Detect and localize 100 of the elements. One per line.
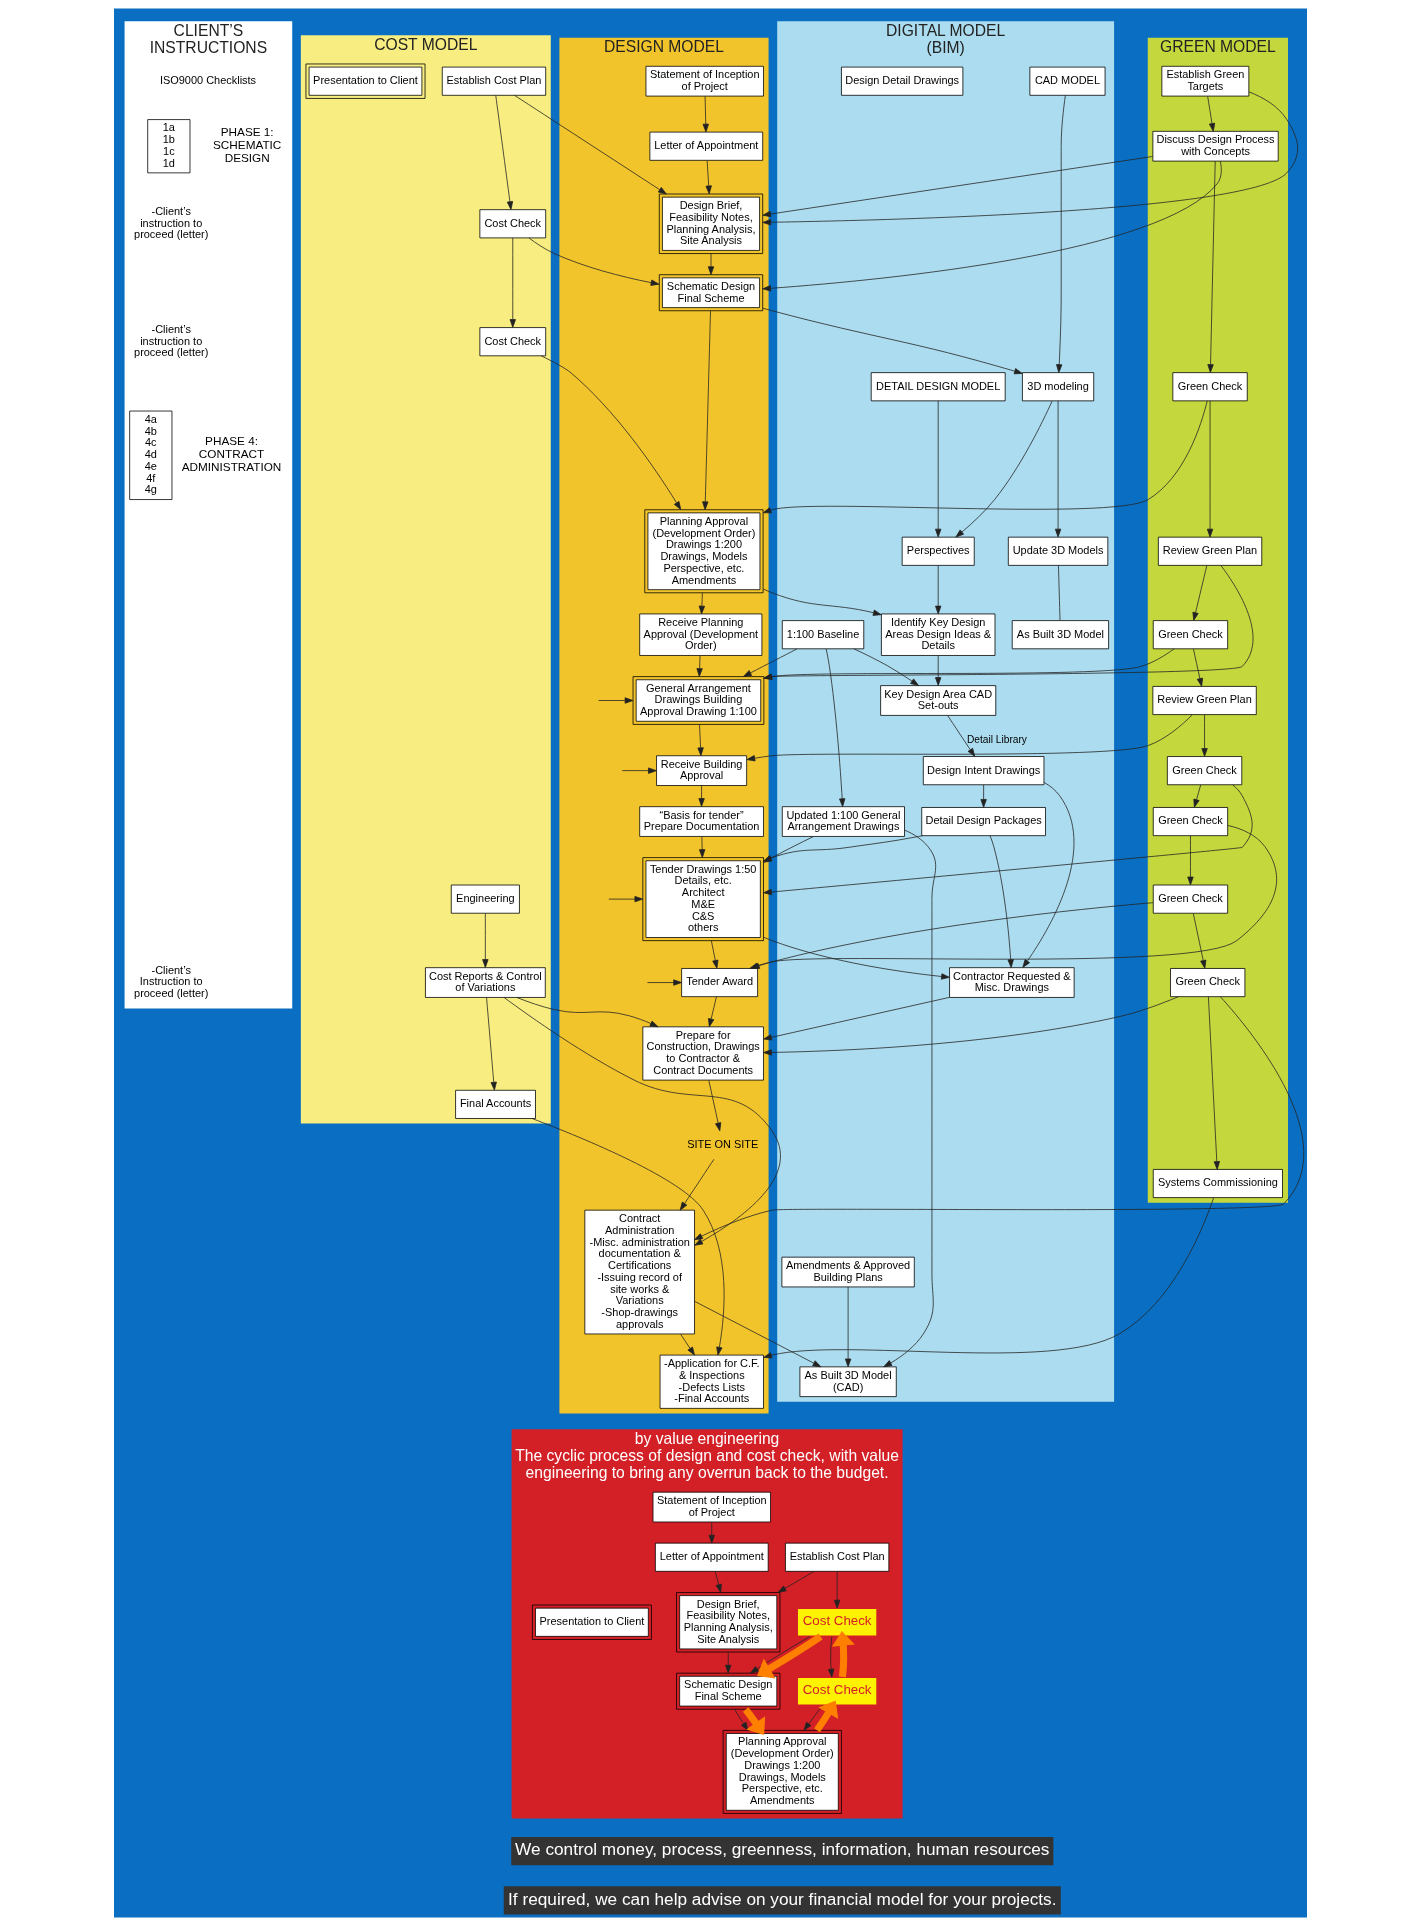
node-box: Green Check — [1152, 807, 1229, 837]
arrow — [1208, 996, 1220, 1170]
arrow — [708, 1079, 722, 1132]
arrow — [762, 156, 1154, 218]
node-box: Final Accounts — [455, 1089, 536, 1119]
arrow — [1207, 160, 1216, 373]
arrow — [711, 940, 719, 969]
arrow — [698, 592, 705, 615]
arrow — [598, 697, 634, 704]
arrow — [763, 996, 1179, 1056]
arrow — [763, 936, 950, 980]
arrow — [702, 96, 709, 133]
arrow — [763, 648, 1175, 680]
arrow — [1206, 400, 1214, 538]
node-box: Amendments & Approved Building Plans — [781, 1256, 915, 1288]
arrow — [746, 714, 1193, 762]
arrow — [702, 310, 711, 511]
arrow — [1193, 784, 1202, 808]
arrow — [714, 1571, 722, 1593]
arrow — [844, 1286, 852, 1368]
node-box: Updated 1:100 General Arrangement Drawings — [781, 806, 905, 837]
arrow — [482, 913, 489, 968]
arrow — [1193, 648, 1204, 687]
node-box: Review Green Plan — [1157, 536, 1263, 566]
arrow — [762, 588, 882, 616]
arrow — [762, 91, 1298, 226]
arrow — [1056, 94, 1066, 373]
node-box: Engineering — [450, 884, 520, 914]
arrow — [762, 160, 1222, 292]
arrow — [514, 95, 667, 195]
arrow — [762, 307, 1023, 375]
arrow — [831, 1631, 855, 1678]
node-box: Discuss Design Process with Concepts — [1152, 130, 1279, 162]
arrow — [707, 253, 715, 275]
node-box: Update 3D Models — [1007, 536, 1109, 566]
arrow — [825, 648, 846, 807]
arrow — [528, 237, 660, 286]
arrow — [853, 648, 919, 686]
node-box: Establish Green Targets — [1161, 65, 1250, 97]
arrow — [708, 996, 717, 1028]
arrow — [680, 1333, 695, 1356]
node-box: Receive Planning Approval (Development Order) — [639, 613, 763, 656]
arrow — [698, 785, 705, 807]
arrow — [980, 784, 987, 808]
node-box: Prepare for Construction, Drawings to Contractor & Contract Documents — [642, 1026, 764, 1081]
arrow — [503, 997, 781, 1246]
node-label: PHASE 1: SCHEMATIC DESIGN — [213, 124, 282, 165]
arrow — [509, 237, 516, 328]
arrow — [763, 565, 1254, 680]
node-box: Systems Commissioning — [1152, 1169, 1283, 1198]
node-box: Cost Check — [796, 1607, 878, 1638]
node-box: Detail Design Packages — [921, 807, 1046, 837]
arrow — [742, 1707, 766, 1735]
arrow — [777, 1571, 815, 1593]
arrow — [696, 655, 703, 677]
arrow — [814, 1700, 839, 1733]
arrow — [1207, 96, 1216, 132]
arrow — [708, 1521, 715, 1544]
node-box: -Application for C.F. & Inspections -Defects Lists -Final Accounts — [659, 1354, 764, 1409]
arrow — [955, 400, 1053, 538]
arrow — [883, 829, 937, 1368]
node-box: Receive Building Approval — [656, 755, 748, 786]
node-box: Review Green Plan — [1152, 686, 1257, 715]
arrow — [1192, 565, 1208, 621]
arrow — [531, 1118, 725, 1356]
node-box: Establish Cost Plan — [441, 66, 547, 96]
node-box: 3D modeling — [1022, 372, 1095, 402]
node-box: Green Check — [1170, 968, 1246, 998]
node-box: Green Check — [1172, 372, 1248, 402]
node-box: Letter of Appointment — [649, 131, 764, 161]
node-box: Design Intent Drawings — [922, 756, 1045, 786]
node-label: PHASE 4: CONTRACT ADMINISTRATION — [181, 433, 282, 474]
label: -Client’s Instruction to proceed (letter) — [134, 963, 209, 1000]
arrow — [495, 95, 514, 210]
connector — [1058, 565, 1061, 621]
arrow — [989, 835, 1014, 968]
node-box: Tender Award — [681, 968, 758, 998]
node-box: Statement of Inception of Project — [652, 1491, 771, 1523]
arrow — [697, 724, 704, 757]
arrow — [608, 896, 644, 903]
arrow — [1022, 782, 1075, 968]
node-text: SITE ON SITE — [687, 1138, 759, 1151]
arrow — [516, 997, 659, 1028]
node-box: Cost Check — [796, 1676, 878, 1707]
arrow — [827, 1636, 835, 1678]
arrow — [694, 996, 1305, 1241]
node-box: 4a 4b 4c 4d 4e 4f 4g — [129, 410, 173, 500]
arrow — [935, 400, 942, 538]
arrow — [1187, 835, 1194, 886]
node-box: 1a 1b 1c 1d — [147, 119, 191, 174]
arrow — [947, 715, 976, 757]
arrow — [935, 655, 942, 686]
arrow — [763, 997, 950, 1041]
label: If required, we can help advise on your financial model for your projects. — [508, 1888, 1057, 1909]
arrow — [679, 1158, 715, 1211]
arrow — [705, 160, 712, 195]
arrow — [699, 836, 706, 858]
arrow — [757, 1633, 823, 1679]
node-box: Perspectives — [901, 536, 975, 566]
node-box: Identify Key Design Areas Design Ideas & Details — [881, 613, 996, 656]
